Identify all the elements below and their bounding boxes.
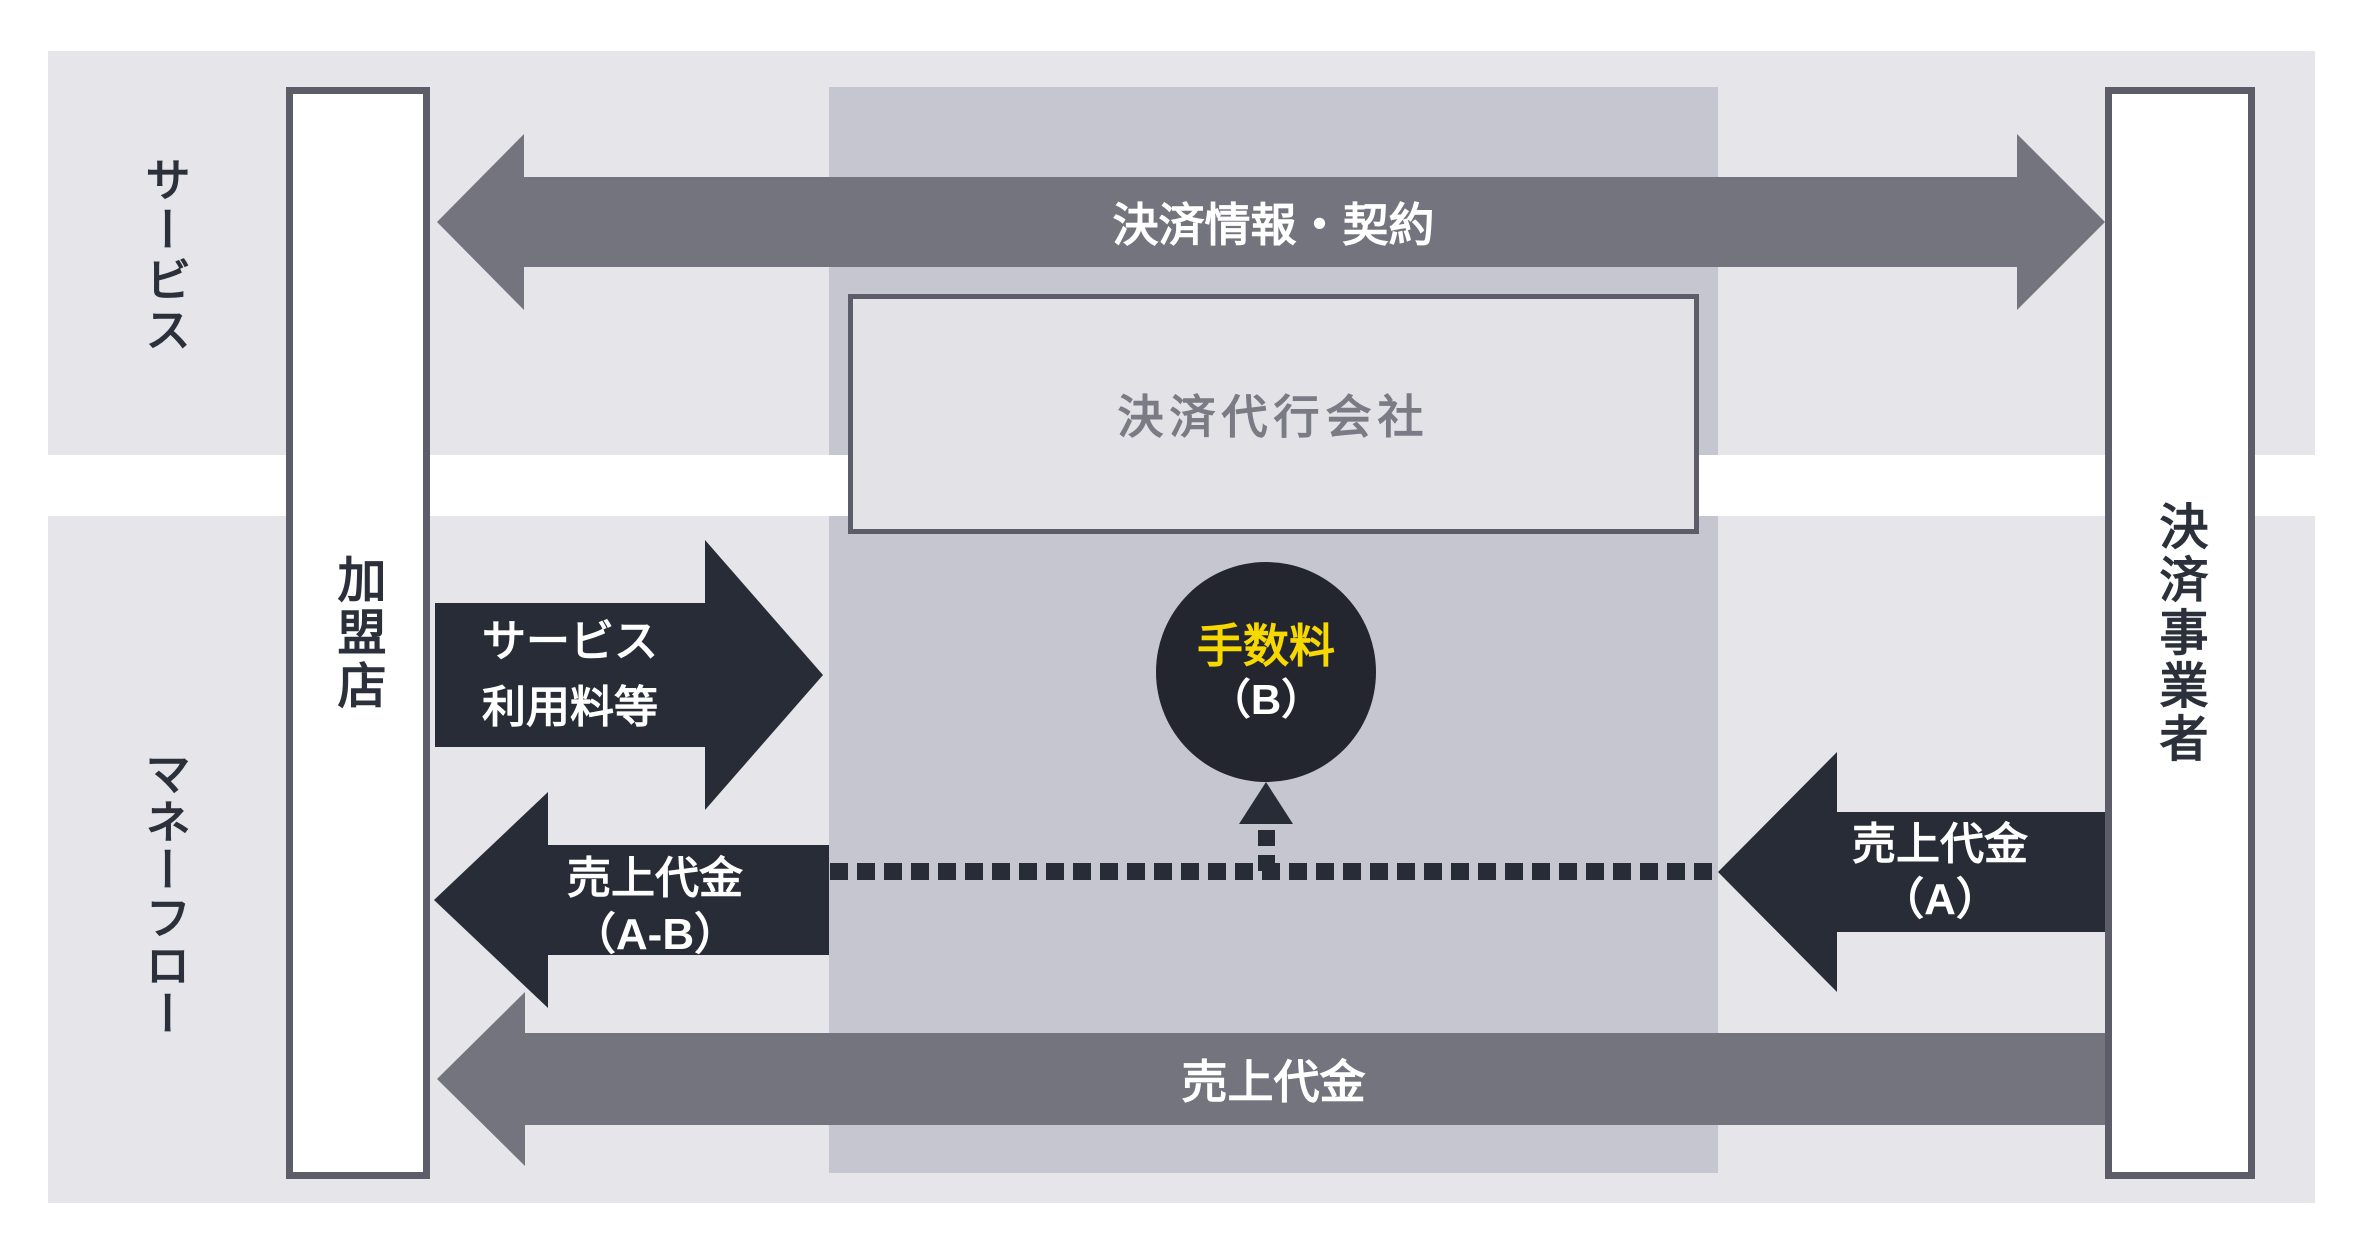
payment-processor-label: 決済事業者 bbox=[2152, 500, 2207, 766]
row-label-service: サービス bbox=[139, 156, 191, 356]
arrow-right-head-icon bbox=[2017, 134, 2105, 310]
service-fee-line2: 利用料等 bbox=[482, 683, 658, 732]
sales-proceeds-arrow bbox=[525, 1033, 2105, 1125]
row-label-money-flow: マネーフロー bbox=[139, 750, 191, 1038]
sales-a-arrow-label: 売上代金 （A） bbox=[1760, 812, 2120, 932]
sales-a-arrow bbox=[1837, 812, 2105, 932]
arrow-right-head-icon bbox=[705, 540, 823, 810]
merchant-label: 加盟店 bbox=[330, 553, 385, 713]
sales-proceeds-arrow-label: 売上代金 bbox=[829, 1033, 1718, 1125]
dotted-connector-dash bbox=[1258, 855, 1275, 871]
service-fee-arrow bbox=[435, 603, 705, 747]
info-contract-arrow-label: 決済情報・契約 bbox=[829, 177, 1718, 267]
sales-proceeds-text: 売上代金 bbox=[1181, 1056, 1366, 1108]
arrow-left-head-icon bbox=[1718, 752, 1837, 992]
dotted-connector-dash bbox=[1258, 830, 1275, 846]
arrow-left-head-icon bbox=[434, 792, 548, 1008]
payment-agency-label: 決済代行会社 bbox=[1117, 391, 1430, 443]
sales-ab-line2: （A-B） bbox=[571, 910, 739, 959]
service-fee-line1: サービス bbox=[482, 617, 658, 666]
sales-a-line1: 売上代金 bbox=[1852, 820, 2028, 869]
sales-a-line2: （A） bbox=[1880, 875, 2000, 924]
info-contract-arrow bbox=[524, 177, 2017, 267]
sales-a-minus-b-arrow-label: 売上代金 （A-B） bbox=[460, 852, 850, 962]
merchant-box: 加盟店 bbox=[286, 87, 430, 1179]
payment-agency-box: 決済代行会社 bbox=[848, 294, 1699, 534]
arrow-left-head-icon bbox=[437, 134, 524, 310]
sales-ab-line1: 売上代金 bbox=[567, 854, 743, 903]
fee-circle: 手数料 （B） bbox=[1156, 562, 1376, 782]
arrow-left-head-icon bbox=[437, 992, 525, 1166]
dotted-settlement-line bbox=[560, 863, 1717, 880]
info-contract-text: 決済情報・契約 bbox=[1112, 199, 1435, 251]
up-arrowhead-icon bbox=[1239, 782, 1293, 824]
service-fee-arrow-label: サービス 利用料等 bbox=[420, 603, 720, 747]
fee-label: 手数料 bbox=[1197, 620, 1335, 672]
sales-a-minus-b-arrow bbox=[548, 845, 829, 955]
payment-processor-box: 決済事業者 bbox=[2105, 87, 2255, 1179]
fee-amount-label: （B） bbox=[1208, 676, 1324, 723]
